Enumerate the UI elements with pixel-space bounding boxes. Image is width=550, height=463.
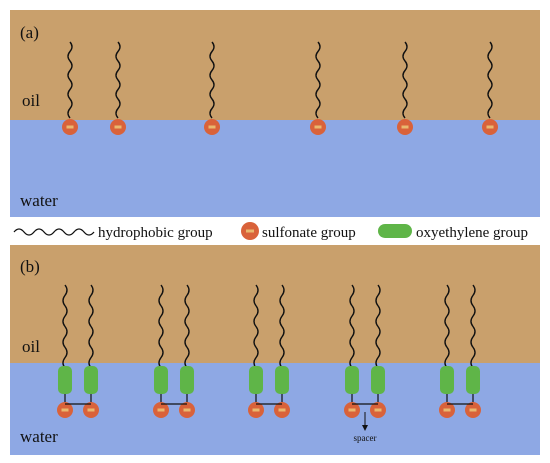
- panel-b: (b) oil water spacer: [10, 245, 540, 455]
- oxyethylene-b-4-right: [371, 366, 385, 394]
- spacer-pointer-arrow: [362, 425, 368, 431]
- oxyethylene-b-5-left: [440, 366, 454, 394]
- hydrophobic-chain-b-3-right: [279, 284, 285, 369]
- panel-b-label: (b): [20, 257, 40, 276]
- oil-label-b: oil: [22, 337, 40, 356]
- sulfonate-legend-mark: [246, 229, 254, 233]
- hydrophobic-chain-b-5-left: [444, 284, 450, 369]
- panel-a: (a) oil water: [10, 10, 540, 217]
- gemini-surfactants-b: [57, 284, 481, 418]
- oxyethylene-legend-icon: [378, 224, 412, 238]
- panel-a-label: (a): [20, 23, 39, 42]
- hydrophobic-chain-b-2-right: [184, 284, 190, 369]
- hydrophobic-chain-a-3: [209, 41, 215, 119]
- hydrophobic-chain-a-5: [402, 41, 408, 119]
- sulfonate-head-b-5-right-mark: [469, 408, 477, 412]
- sulfonate-head-b-1-left-mark: [61, 408, 69, 412]
- sulfonate-head-a-1-mark: [66, 125, 74, 129]
- hydrophobic-chain-b-4-right: [375, 284, 381, 369]
- sulfonate-head-b-2-left-mark: [157, 408, 165, 412]
- sulfonate-head-b-4-right-mark: [374, 408, 382, 412]
- surfactants-a: [62, 41, 498, 135]
- oxyethylene-b-5-right: [466, 366, 480, 394]
- water-label-b: water: [20, 427, 58, 446]
- sulfonate-head-b-2-right-mark: [183, 408, 191, 412]
- sulfonate-head-a-3-mark: [208, 125, 216, 129]
- oxyethylene-b-1-left: [58, 366, 72, 394]
- hydrophobic-chain-a-6: [487, 41, 493, 119]
- legend-sulfonate: sulfonate group: [262, 225, 356, 241]
- oil-label-a: oil: [22, 91, 40, 110]
- sulfonate-head-a-5-mark: [401, 125, 409, 129]
- oxyethylene-b-1-right: [84, 366, 98, 394]
- hydrophobic-chain-a-4: [315, 41, 321, 119]
- oxyethylene-b-4-left: [345, 366, 359, 394]
- hydrophobic-chain-a-2: [115, 41, 121, 119]
- hydrophobic-chain-b-1-left: [62, 284, 68, 369]
- hydrophobic-chain-b-4-left: [349, 284, 355, 369]
- hydrophobic-chain-b-5-right: [470, 284, 476, 369]
- legend-background: [10, 217, 540, 245]
- sulfonate-head-b-1-right-mark: [87, 408, 95, 412]
- sulfonate-head-a-6-mark: [486, 125, 494, 129]
- sulfonate-head-a-2-mark: [114, 125, 122, 129]
- oxyethylene-b-2-left: [154, 366, 168, 394]
- oil-phase-a: [10, 10, 540, 120]
- oxyethylene-b-3-left: [249, 366, 263, 394]
- hydrophobic-legend-icon: [13, 228, 95, 236]
- hydrophobic-chain-b-3-left: [253, 284, 259, 369]
- oxyethylene-b-2-right: [180, 366, 194, 394]
- legend: hydrophobic group sulfonate group oxyeth…: [10, 217, 540, 245]
- sulfonate-head-a-4-mark: [314, 125, 322, 129]
- water-phase-a: [10, 120, 540, 217]
- sulfonate-head-b-3-left-mark: [252, 408, 260, 412]
- sulfonate-head-b-3-right-mark: [278, 408, 286, 412]
- oil-phase-b: [10, 245, 540, 363]
- water-label-a: water: [20, 191, 58, 210]
- hydrophobic-chain-b-2-left: [158, 284, 164, 369]
- hydrophobic-chain-b-1-right: [88, 284, 94, 369]
- sulfonate-head-b-4-left-mark: [348, 408, 356, 412]
- sulfonate-head-b-5-left-mark: [443, 408, 451, 412]
- legend-oxyethylene: oxyethylene group: [416, 225, 528, 241]
- legend-hydrophobic: hydrophobic group: [98, 225, 213, 241]
- oxyethylene-b-3-right: [275, 366, 289, 394]
- spacer-label: spacer: [354, 433, 377, 443]
- hydrophobic-chain-a-1: [67, 41, 73, 119]
